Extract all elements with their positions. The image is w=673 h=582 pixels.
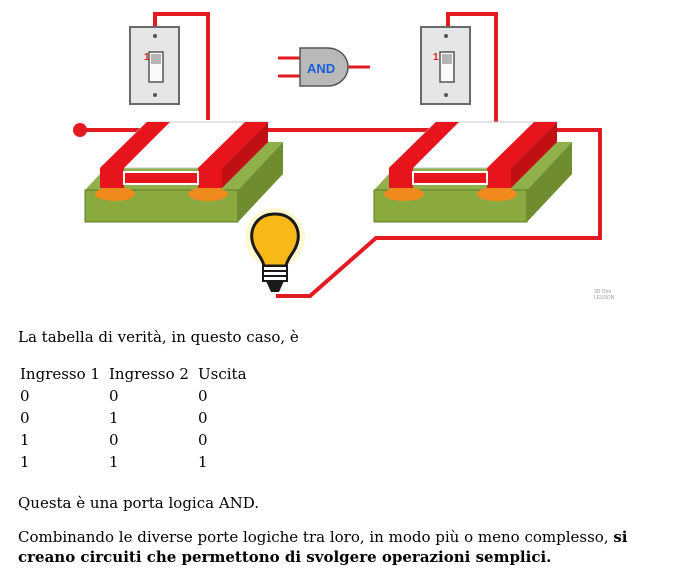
table-cell: 1 <box>20 453 30 471</box>
table-cell: 0 <box>20 409 30 427</box>
watermark-line2: LESSON <box>594 295 615 301</box>
table-row: 0 1 0 <box>18 408 249 430</box>
and-circuit-illustration: 1 1 AND <box>73 12 615 301</box>
header-input-1: Ingresso 1 <box>20 365 100 383</box>
final-paragraph-bold-start: si <box>613 528 628 546</box>
right-switch: 1 <box>420 26 471 105</box>
table-cell: 0 <box>198 409 208 427</box>
table-row: 0 0 0 <box>18 386 249 408</box>
right-switch-label: 1 <box>433 52 439 63</box>
table-row: 1 1 1 <box>18 452 249 474</box>
table-cell: 1 <box>198 453 208 471</box>
truth-table-header-row: Ingresso 1 Ingresso 2 Uscita <box>18 364 249 386</box>
header-input-2: Ingresso 2 <box>109 365 189 383</box>
right-transistor <box>373 121 572 223</box>
table-cell: 0 <box>109 431 119 449</box>
left-switch: 1 <box>129 26 180 105</box>
table-cell: 0 <box>198 387 208 405</box>
table-cell: 1 <box>109 409 119 427</box>
conclusion-paragraph: Questa è una porta logica AND. <box>18 494 260 512</box>
table-cell: 0 <box>198 431 208 449</box>
intro-paragraph: La tabella di verità, in questo caso, è <box>18 328 299 346</box>
final-paragraph: Combinando le diverse porte logiche tra … <box>18 527 663 567</box>
table-cell: 0 <box>109 387 119 405</box>
final-paragraph-text: Combinando le diverse porte logiche tra … <box>18 528 614 546</box>
truth-table: Ingresso 1 Ingresso 2 Uscita 0 0 0 0 1 0… <box>18 364 249 474</box>
table-cell: 1 <box>109 453 119 471</box>
and-gate-symbol: AND <box>278 47 370 87</box>
watermark-line1: 3D One <box>594 289 611 295</box>
table-cell: 1 <box>20 431 30 449</box>
input-terminal <box>73 123 87 137</box>
left-transistor <box>84 121 283 223</box>
gate-label: AND <box>307 61 335 76</box>
left-switch-label: 1 <box>144 52 150 63</box>
table-row: 1 0 0 <box>18 430 249 452</box>
final-paragraph-bold-end: creano circuiti che permettono di svolge… <box>18 548 552 566</box>
light-bulb-icon <box>245 208 305 292</box>
table-cell: 0 <box>20 387 30 405</box>
header-output: Uscita <box>198 365 247 383</box>
